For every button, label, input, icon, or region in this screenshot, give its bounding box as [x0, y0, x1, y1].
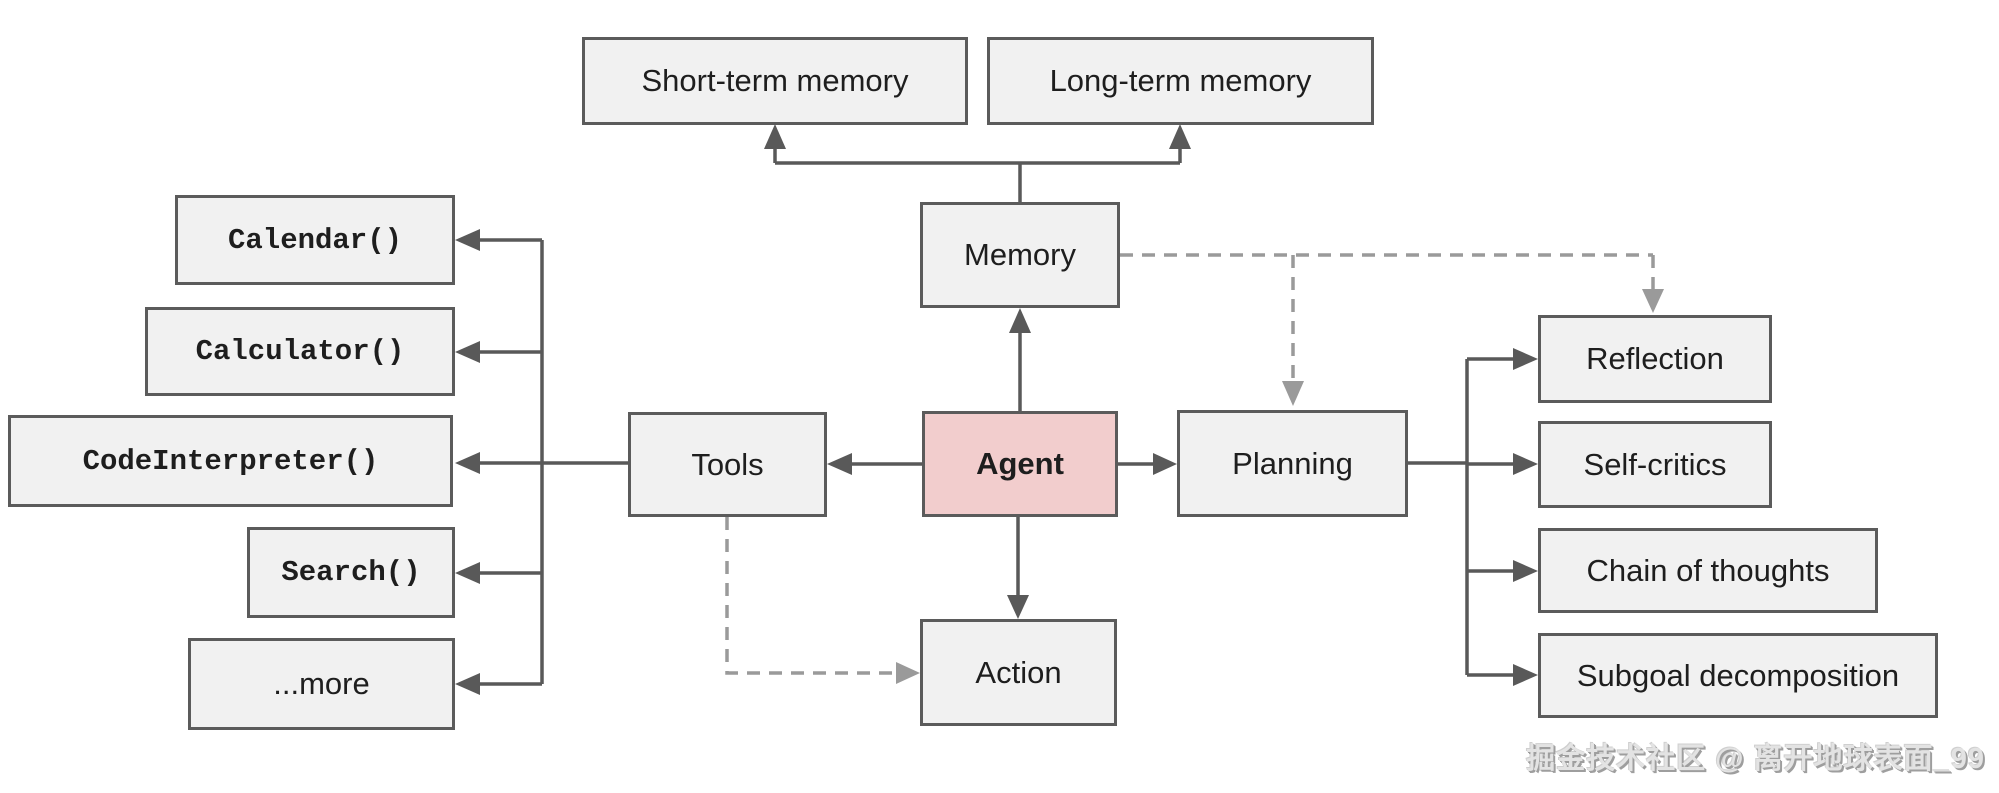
edge-tools-to-action-dashed [725, 517, 920, 684]
node-more-tools: ...more [188, 638, 455, 730]
edge-agent-to-planning [1118, 453, 1177, 475]
edge-memory-to-term-memories [764, 124, 1191, 202]
edge-tools-to-tool-list [455, 229, 628, 695]
node-action: Action [920, 619, 1117, 726]
edge-agent-to-tools [827, 453, 922, 475]
node-planning: Planning [1177, 410, 1408, 517]
node-chain-of-thoughts: Chain of thoughts [1538, 528, 1878, 613]
node-subgoal-decomposition: Subgoal decomposition [1538, 633, 1938, 718]
node-reflection: Reflection [1538, 315, 1772, 403]
node-short-term-memory: Short-term memory [582, 37, 968, 125]
edge-agent-to-memory [1009, 308, 1031, 411]
edge-agent-to-action [1007, 517, 1029, 619]
node-calendar: Calendar() [175, 195, 455, 285]
node-tools: Tools [628, 412, 827, 517]
edge-memory-to-planning-reflection-dashed [1120, 253, 1664, 406]
node-memory: Memory [920, 202, 1120, 308]
node-search: Search() [247, 527, 455, 618]
node-code-interpreter: CodeInterpreter() [8, 415, 453, 507]
node-calculator: Calculator() [145, 307, 455, 396]
watermark-text: 掘金技术社区 @ 离开地球表面_99 [1526, 743, 1985, 775]
edge-planning-to-strategies [1408, 348, 1538, 686]
node-self-critics: Self-critics [1538, 421, 1772, 508]
node-agent: Agent [922, 411, 1118, 517]
node-long-term-memory: Long-term memory [987, 37, 1374, 125]
